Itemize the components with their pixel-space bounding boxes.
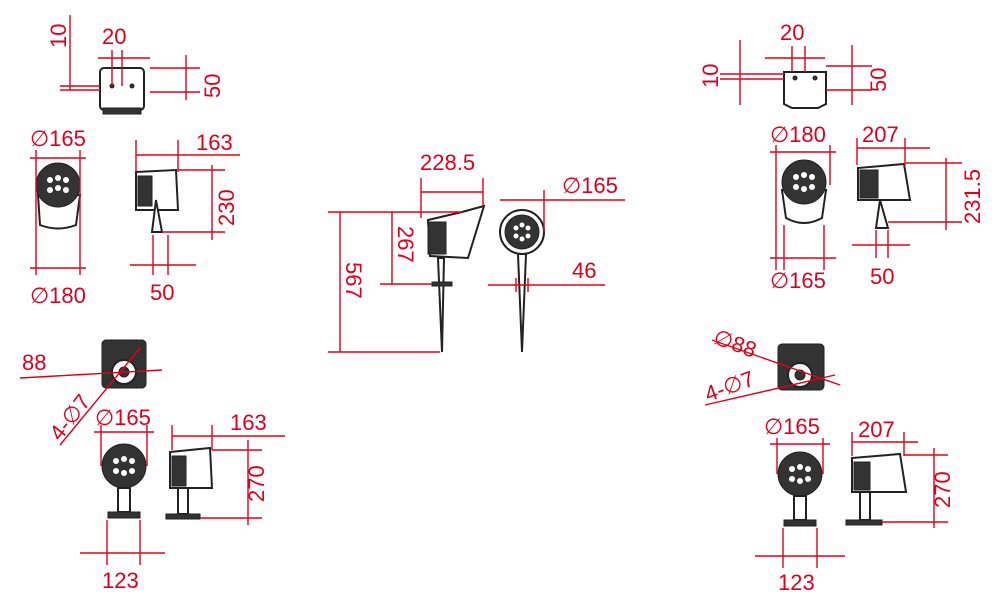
tr-side-view: 207 231.5 50 bbox=[852, 122, 985, 289]
dim-label: ∅165 bbox=[95, 405, 151, 430]
bl-side-view: 163 270 bbox=[165, 410, 285, 525]
dim-label: ∅180 bbox=[30, 283, 86, 308]
dim-label: 50 bbox=[150, 280, 174, 305]
dim-label: 20 bbox=[780, 20, 804, 45]
dim-label: 163 bbox=[196, 130, 233, 155]
dim-label: ∅165 bbox=[764, 414, 820, 439]
dim-label: 207 bbox=[858, 417, 895, 442]
dim-label: ∅165 bbox=[770, 268, 826, 293]
center-spike-side-view: 228.5 267 567 bbox=[328, 150, 486, 353]
tl-bracket-view: 10 20 50 bbox=[46, 15, 225, 115]
br-base-view: ∅88 4-∅7 bbox=[701, 324, 841, 407]
dim-label: ∅165 bbox=[30, 126, 86, 151]
dim-label: 4-∅7 bbox=[701, 366, 757, 407]
dim-label: 50 bbox=[866, 68, 891, 92]
dim-label: 228.5 bbox=[420, 150, 475, 175]
dim-label: 230 bbox=[214, 189, 239, 226]
dim-label: 567 bbox=[341, 262, 366, 299]
tr-bracket-view: 10 20 50 bbox=[698, 20, 891, 109]
dim-label: 231.5 bbox=[960, 169, 985, 224]
dim-label: 50 bbox=[200, 74, 225, 98]
dim-label: 50 bbox=[870, 264, 894, 289]
bl-front-view: ∅165 123 bbox=[80, 405, 165, 593]
dim-label: 163 bbox=[230, 410, 267, 435]
dim-label: 10 bbox=[698, 64, 723, 88]
dim-label: 4-∅7 bbox=[44, 390, 95, 446]
dim-label: 10 bbox=[46, 24, 71, 48]
br-side-view: 207 270 bbox=[845, 417, 955, 528]
dim-label: 123 bbox=[102, 568, 139, 593]
dim-label: 270 bbox=[244, 465, 269, 502]
dim-label: 46 bbox=[572, 258, 596, 283]
tl-front-view: ∅165 ∅180 bbox=[30, 126, 86, 308]
dim-label: ∅180 bbox=[770, 122, 826, 147]
tr-front-view: ∅180 ∅165 bbox=[770, 122, 836, 293]
dim-label: 270 bbox=[930, 471, 955, 508]
dim-label: ∅88 bbox=[710, 324, 760, 362]
dim-label: 207 bbox=[862, 122, 899, 147]
dim-label: 123 bbox=[778, 570, 815, 595]
dim-label: 267 bbox=[393, 226, 418, 263]
center-spike-front-view: ∅165 46 bbox=[488, 173, 625, 353]
dim-label: 88 bbox=[22, 350, 46, 375]
br-front-view: ∅165 123 bbox=[755, 414, 845, 595]
tl-side-view: 163 230 50 bbox=[130, 130, 240, 305]
dim-label: ∅165 bbox=[562, 173, 618, 198]
dim-label: 20 bbox=[102, 24, 126, 49]
